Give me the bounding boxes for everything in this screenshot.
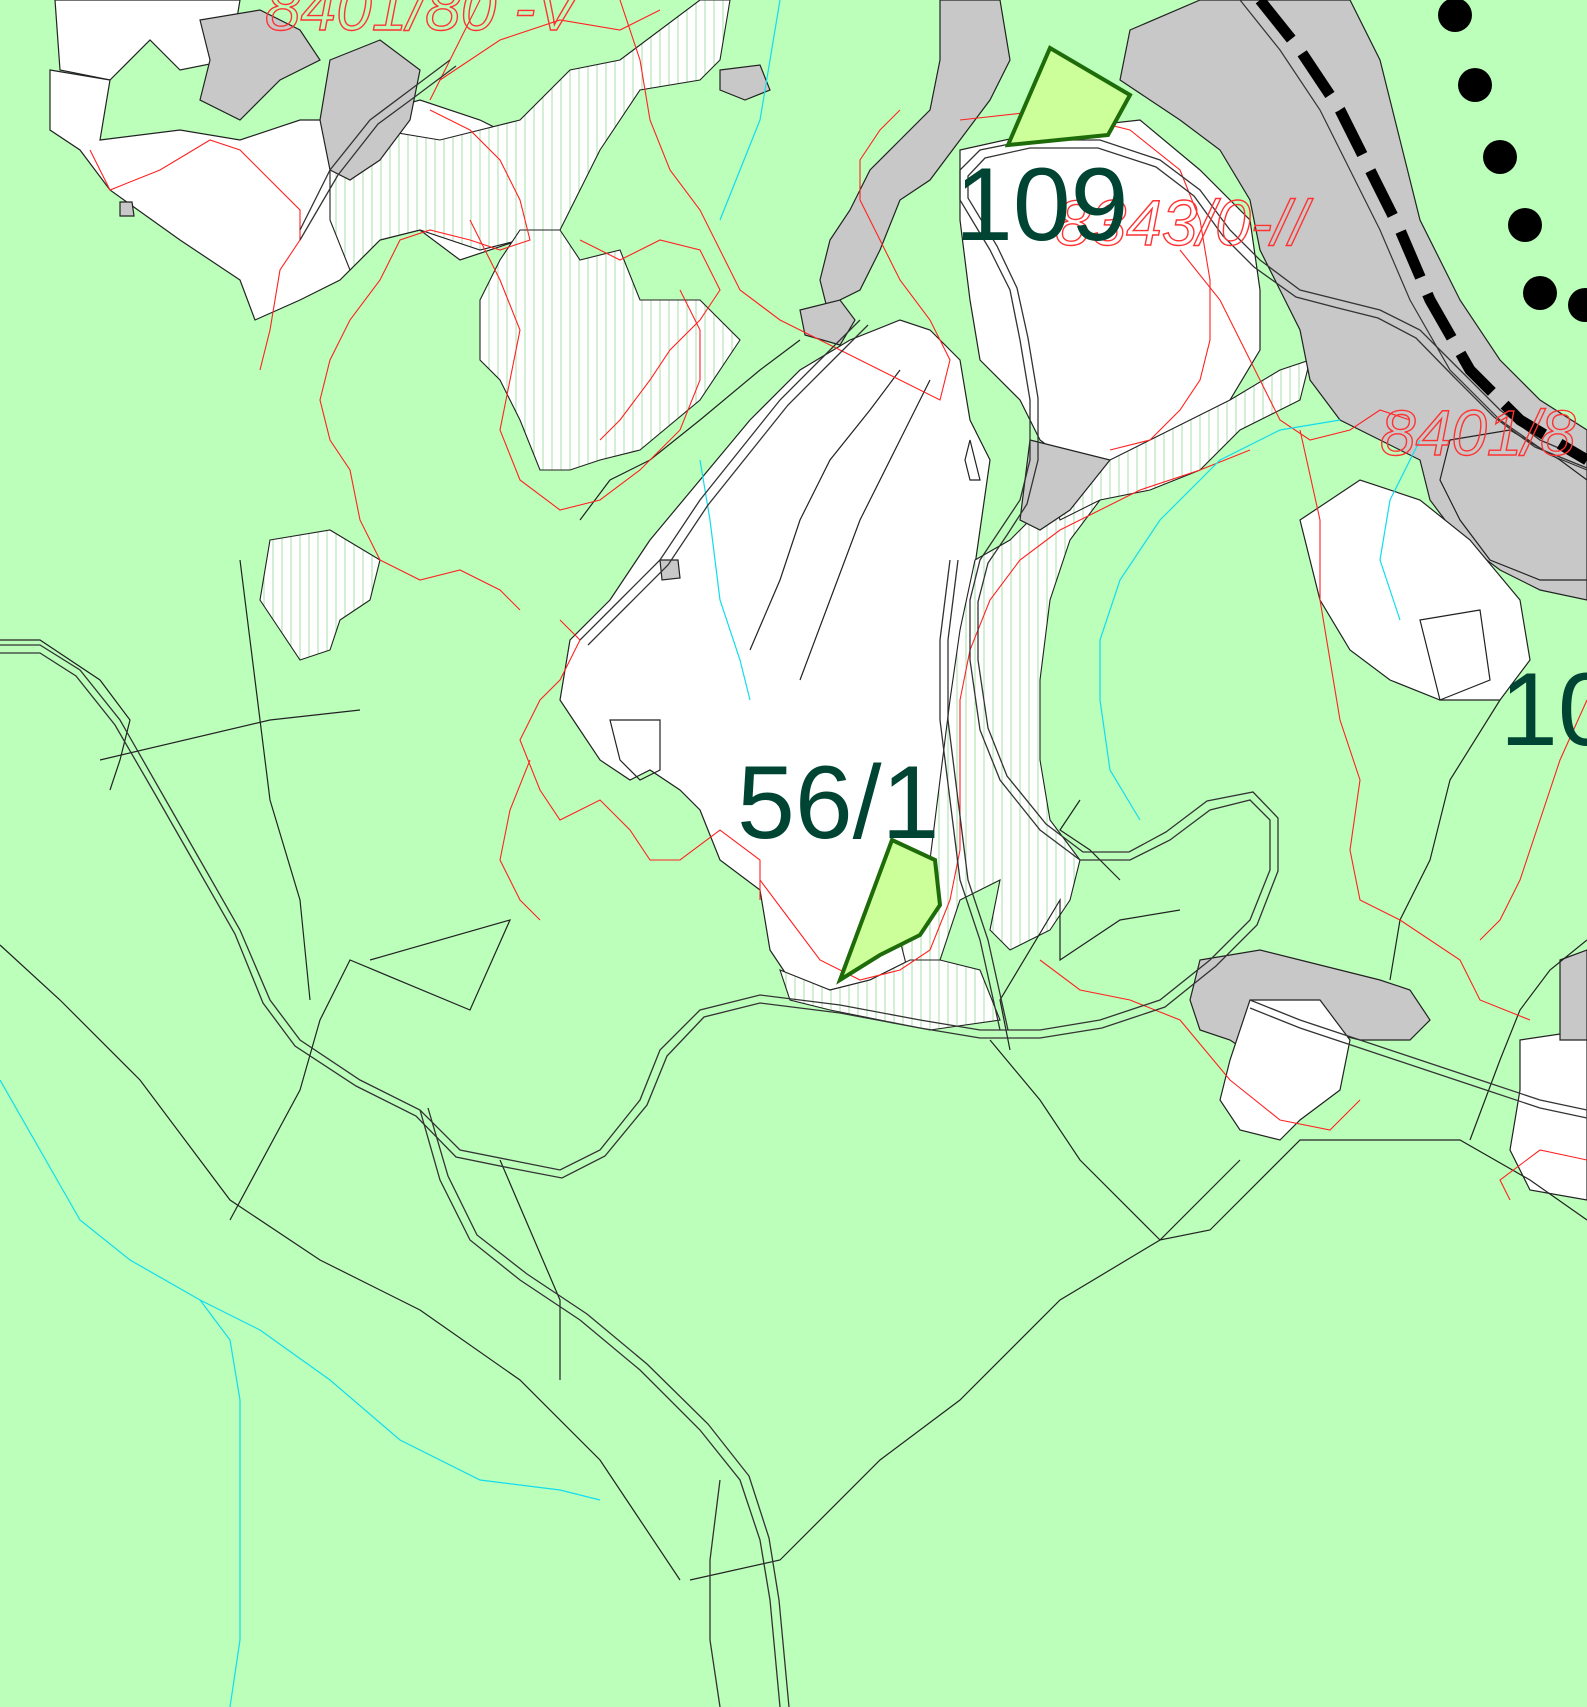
open-land-north-fields [49,69,561,321]
hatched-central-strip [479,229,741,471]
grid-sheet-label-east: 8401/8 [1380,397,1576,469]
open-land-east-edge [1299,479,1531,701]
built-area-river-bend [1019,439,1112,531]
open-land-northwest [54,0,241,81]
streams [0,0,1421,1707]
built-area-north-central [319,39,421,181]
grid-sheet-label-northwest: 8401/80 -V [265,0,583,44]
parcel-boundaries [0,339,1587,1581]
hatched-valley-south [779,959,1001,1031]
grid-sheet-label-north: 8343/0-// [1055,187,1314,259]
hatched-west-patch [259,529,381,661]
parcel-label-56-1: 56/1 [737,745,939,861]
highlighted-parcel-109[interactable] [1004,45,1133,148]
built-area-northwest [199,9,321,121]
hatched-east-slope [1049,359,1311,521]
building-river-1 [719,64,771,101]
boundary-dot-line [1438,0,1587,322]
highlighted-parcel-56-1[interactable] [836,837,943,985]
building-west-1 [119,201,135,217]
parcel-label-10: 10 [1500,652,1587,768]
built-area-southeast [1559,949,1587,1041]
hatched-north-strip [329,0,731,271]
parcel-label-109: 109 [955,147,1129,263]
roads [0,59,1587,1707]
railway-line [1239,0,1587,471]
open-land-south-hamlet [1219,999,1351,1141]
